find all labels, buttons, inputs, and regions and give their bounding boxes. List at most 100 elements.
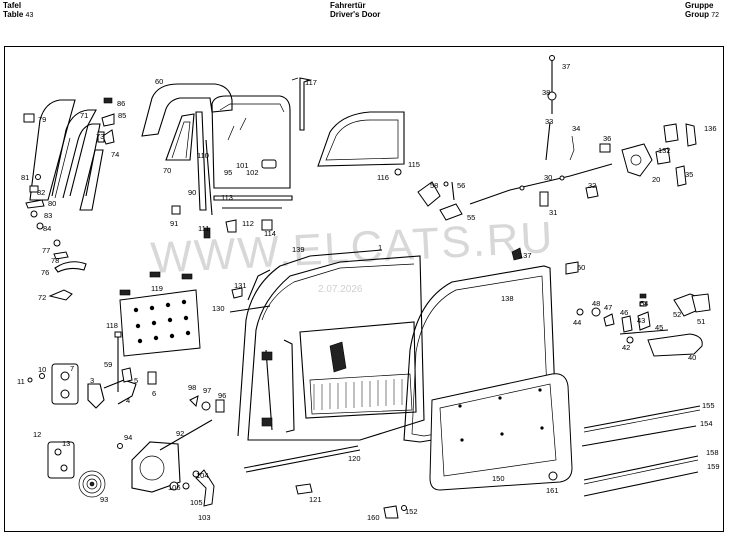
part-label-81: 81 (21, 173, 29, 182)
part-label-58: 58 (430, 181, 438, 190)
part-label-6: 6 (152, 389, 156, 398)
tafel-label: Tafel (3, 1, 22, 10)
part-label-121: 121 (309, 495, 322, 504)
part-label-51: 51 (697, 317, 705, 326)
part-label-33: 33 (545, 117, 553, 126)
window-frame-60 (141, 83, 233, 137)
seal-120 (243, 445, 361, 473)
part-label-112: 112 (242, 219, 254, 228)
vent-window-70 (165, 113, 195, 161)
part-label-71: 71 (80, 111, 88, 120)
part-label-105: 105 (190, 498, 203, 507)
lock-rod-30 (469, 163, 613, 207)
part-label-13: 13 (62, 439, 70, 448)
part-label-56: 56 (457, 181, 465, 190)
part-label-52: 52 (673, 310, 681, 319)
part-label-161: 161 (546, 486, 559, 495)
part-label-106: 106 (168, 483, 181, 492)
part-label-118: 118 (106, 321, 118, 330)
part-label-38: 38 (542, 88, 550, 97)
part-label-158: 158 (706, 448, 719, 457)
part-label-119: 119 (151, 284, 163, 293)
part-label-132: 132 (658, 146, 671, 155)
part-label-37: 37 (562, 62, 570, 71)
group-header-right: Gruppe Group 72 (685, 1, 719, 20)
part-label-76: 76 (41, 268, 49, 277)
rod-130 (229, 287, 271, 313)
part-label-31: 31 (549, 208, 557, 217)
part-label-85: 85 (118, 111, 126, 120)
part-label-3: 3 (90, 376, 94, 385)
part-number-labels: 1345671011121320303132333435363738404243… (17, 62, 720, 522)
handle-parts-72-78 (48, 239, 87, 301)
part-label-5: 5 (134, 376, 138, 385)
part-label-155: 155 (702, 401, 715, 410)
part-label-10: 10 (38, 365, 46, 374)
part-label-36: 36 (603, 134, 611, 143)
part-label-59: 59 (104, 360, 112, 369)
quarter-window-115 (317, 111, 405, 176)
misc-bottom-parts (295, 471, 558, 519)
small-brackets (171, 205, 273, 239)
part-label-20: 20 (652, 175, 660, 184)
part-label-45: 45 (655, 323, 663, 332)
part-label-54: 54 (640, 299, 648, 308)
part-label-91: 91 (170, 219, 178, 228)
part-label-83: 83 (44, 211, 52, 220)
part-label-84: 84 (43, 224, 51, 233)
part-label-32: 32 (588, 181, 596, 190)
lock-rod-33-37 (545, 55, 575, 161)
part-label-30: 30 (544, 173, 552, 182)
part-label-150: 150 (492, 474, 505, 483)
door-seal-138 (403, 265, 557, 443)
table-number: 43 (25, 12, 34, 19)
part-label-93: 93 (100, 495, 108, 504)
part-label-44: 44 (573, 318, 581, 327)
part-label-116: 116 (377, 173, 389, 182)
part-label-96: 96 (218, 391, 226, 400)
part-label-7: 7 (70, 364, 74, 373)
part-label-70: 70 (163, 166, 171, 175)
door-weatherstrip-139 (237, 249, 383, 437)
trim-panel-118 (119, 271, 201, 357)
watermark-date: 2.07.2026 (318, 284, 363, 295)
part-label-60: 60 (155, 77, 163, 86)
title-de: Fahrertür (330, 1, 366, 10)
part-label-73: 73 (96, 132, 104, 141)
lock-parts-55-58 (417, 181, 463, 221)
part-label-113: 113 (221, 193, 233, 202)
title-en: Driver's Door (330, 10, 381, 19)
part-label-12: 12 (33, 430, 41, 439)
part-label-46: 46 (620, 308, 628, 317)
part-label-117: 117 (305, 78, 317, 87)
table-label: Table (3, 10, 24, 19)
part-label-103: 103 (198, 513, 211, 522)
weatherstrip-117 (291, 77, 313, 131)
lock-assembly (27, 331, 157, 409)
regulator-assembly (47, 419, 213, 498)
part-label-1: 1 (378, 243, 382, 252)
part-label-34: 34 (572, 124, 580, 133)
part-label-101: 101 (236, 161, 249, 170)
gruppe-label: Gruppe (685, 1, 714, 10)
part-label-48: 48 (592, 299, 600, 308)
part-label-102: 102 (246, 168, 259, 177)
part-label-110: 110 (197, 151, 209, 160)
part-label-55: 55 (467, 213, 475, 222)
remote-control-20 (599, 123, 697, 187)
part-label-86: 86 (117, 99, 125, 108)
table-header-left: Tafel Table 43 (3, 1, 33, 20)
part-label-98: 98 (188, 383, 196, 392)
screws-81-84 (25, 174, 45, 230)
part-label-42: 42 (622, 343, 630, 352)
part-label-154: 154 (700, 419, 713, 428)
part-label-131: 131 (234, 281, 247, 290)
part-label-137: 137 (519, 251, 532, 260)
part-label-4: 4 (126, 396, 130, 405)
part-label-90: 90 (188, 188, 196, 197)
part-label-74: 74 (111, 150, 119, 159)
part-label-82: 82 (37, 188, 45, 197)
door-trim-panel-150 (429, 373, 573, 491)
part-label-120: 120 (348, 454, 361, 463)
